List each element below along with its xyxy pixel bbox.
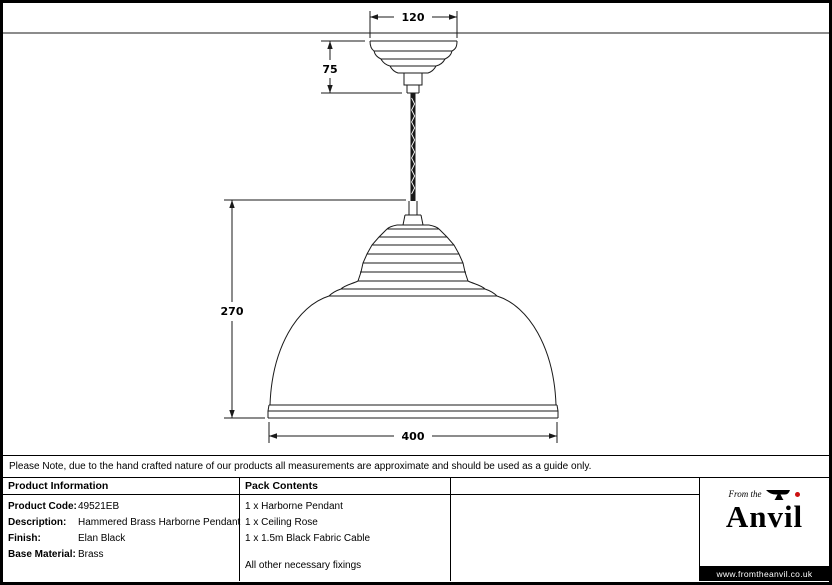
list-item: 1 x Harborne Pendant — [245, 501, 343, 512]
pack-contents-column: Pack Contents 1 x Harborne Pendant 1 x C… — [240, 478, 451, 581]
empty-column-header — [451, 478, 699, 495]
brand-name: Anvil — [725, 499, 804, 534]
dimension-rose-drop: 75 — [321, 40, 402, 94]
brand-logo-top: From the — [700, 487, 829, 501]
note-row: Please Note, due to the hand crafted nat… — [3, 456, 829, 478]
brand-website-text: www.fromtheanvil.co.uk — [716, 568, 813, 579]
pack-contents-footer: All other necessary fixings — [245, 560, 362, 571]
table-row: Description: Hammered Brass Harborne Pen… — [8, 515, 240, 531]
product-code-value: 49521EB — [78, 501, 120, 512]
info-table: Product Information Product Code: 49521E… — [3, 478, 829, 581]
description-label: Description: — [8, 517, 67, 528]
brand-prefix-text: From the — [728, 489, 762, 499]
pendant-gallery-drawing — [328, 201, 498, 297]
shade-drawing — [267, 295, 559, 419]
drawing-area: 120 75 — [3, 3, 829, 456]
table-row: Base Material: Brass — [8, 547, 235, 563]
table-row: Finish: Elan Black — [8, 531, 235, 547]
list-item: 1 x 1.5m Black Fabric Cable — [245, 533, 371, 544]
dim-label-400: 400 — [402, 430, 425, 443]
table-row: Product Code: 49521EB — [8, 499, 235, 515]
dimension-pendant-height: 270 — [221, 199, 406, 419]
brand-red-dot — [795, 491, 801, 497]
dim-label-75: 75 — [322, 63, 337, 76]
brand-logo-cell: From the Anvil www.fromtheanvil.co.uk — [700, 478, 829, 581]
product-code-label: Product Code: — [8, 501, 77, 512]
product-info-body: Product Code: 49521EB Description: Hamme… — [3, 495, 240, 581]
ceiling-rose-drawing — [369, 40, 458, 94]
product-info-column: Product Information Product Code: 49521E… — [3, 478, 240, 581]
pendant-technical-drawing: 120 75 — [3, 11, 829, 443]
empty-column — [451, 478, 700, 581]
dim-label-120: 120 — [402, 11, 425, 24]
brand-website-bar: www.fromtheanvil.co.uk — [700, 566, 829, 581]
brand-logo: From the Anvil — [700, 478, 829, 533]
dim-label-270: 270 — [221, 305, 244, 318]
pack-contents-body: 1 x Harborne Pendant 1 x Ceiling Rose 1 … — [240, 495, 450, 581]
finish-label: Finish: — [8, 533, 41, 544]
note-text: Please Note, due to the hand crafted nat… — [9, 461, 592, 472]
pack-contents-header: Pack Contents — [240, 478, 450, 495]
cable-drawing — [410, 93, 416, 201]
dimension-shade-diameter: 400 — [268, 422, 558, 443]
empty-column-body — [451, 495, 699, 581]
product-info-header: Product Information — [3, 478, 239, 495]
anvil-icon — [766, 489, 791, 500]
base-material-value: Brass — [78, 549, 104, 560]
finish-value: Elan Black — [78, 533, 126, 544]
base-material-label: Base Material: — [8, 549, 76, 560]
list-item: 1 x Ceiling Rose — [245, 517, 318, 528]
dimension-rose-width: 120 — [369, 11, 458, 38]
description-value: Hammered Brass Harborne Pendant — [78, 517, 241, 528]
